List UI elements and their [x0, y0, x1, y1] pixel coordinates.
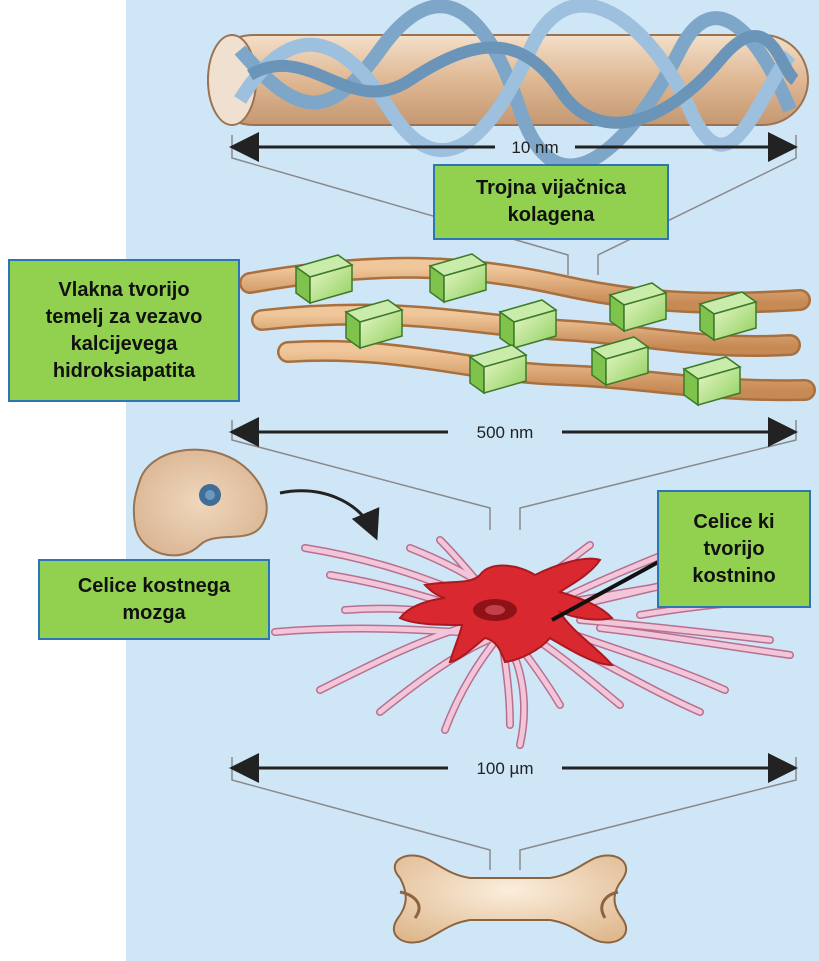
- scale-bar-500nm: 500 nm: [235, 423, 792, 442]
- scale-label-100um: 100 µm: [476, 759, 533, 778]
- osteoblast-cell-icon: [400, 559, 612, 665]
- bone-marrow-cell-icon: [134, 450, 267, 556]
- label-collagen-triple-helix: Trojna vijačnica kolagena: [433, 164, 669, 240]
- scale-label-10nm: 10 nm: [511, 138, 558, 157]
- label-fibers-hydroxyapatite: Vlakna tvorijo temelj za vezavo kalcijev…: [8, 259, 240, 402]
- collagen-triple-helix-icon: [208, 5, 808, 165]
- scale-label-500nm: 500 nm: [477, 423, 534, 442]
- scale-bar-100um: 100 µm: [235, 759, 792, 778]
- differentiation-arrow: [280, 491, 375, 535]
- bone-icon: [394, 855, 626, 942]
- label-bone-forming-cells: Celice ki tvorijo kostnino: [657, 490, 811, 608]
- label-bone-marrow-cells: Celice kostnega mozga: [38, 559, 270, 640]
